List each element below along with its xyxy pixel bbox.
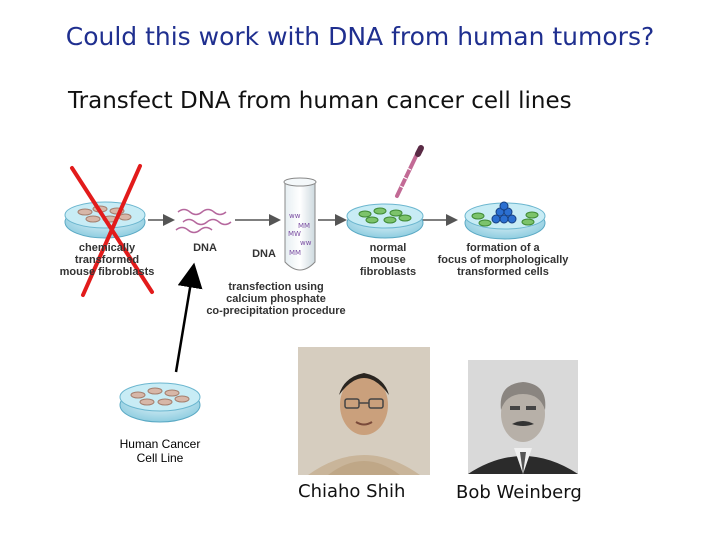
bob-weinberg-caption: Bob Weinberg xyxy=(456,482,582,503)
focus-label-line: transformed cells xyxy=(457,266,549,278)
human-dna-arrow xyxy=(174,262,203,373)
transfection-label: transfection using calcium phosphate co-… xyxy=(196,281,356,317)
svg-text:MM: MM xyxy=(289,249,301,257)
transfection-label-line: transfection using xyxy=(228,281,324,293)
focus-label: formation of a focus of morphologically … xyxy=(428,242,578,278)
human-cancer-dish xyxy=(119,382,201,423)
dna-label-2: DNA xyxy=(252,248,276,260)
svg-text:ww: ww xyxy=(289,212,301,220)
bob-weinberg-photo xyxy=(468,360,578,474)
normal-fibroblast-label: normal mouse fibroblasts xyxy=(350,242,426,278)
svg-text:MW: MW xyxy=(288,230,301,238)
transfection-label-line: calcium phosphate xyxy=(226,293,326,305)
chiaho-shih-caption: Chiaho Shih xyxy=(298,481,406,502)
dish1-label: chemically transformed mouse fibroblasts xyxy=(52,242,162,278)
chiaho-shih-photo xyxy=(298,347,430,475)
human-label-line: Cell Line xyxy=(136,451,184,465)
svg-text:MM: MM xyxy=(298,222,310,230)
normal-fibroblast-dish xyxy=(346,203,424,239)
normal-label-line: normal xyxy=(369,242,407,254)
focus-label-line: formation of a xyxy=(466,242,540,254)
normal-label-line: fibroblasts xyxy=(359,266,417,278)
dish1-label-line: chemically xyxy=(78,242,136,254)
red-x-mark xyxy=(70,164,154,297)
dish1-label-line: mouse fibroblasts xyxy=(59,266,155,278)
focus-label-line: focus of morphologically xyxy=(437,254,569,266)
transfection-label-line: co-precipitation procedure xyxy=(206,305,346,317)
human-cancer-label: Human Cancer Cell Line xyxy=(100,437,220,465)
dna-strands xyxy=(175,208,232,234)
normal-label-line: mouse xyxy=(370,254,406,266)
dish1-label-line: transformed xyxy=(74,254,140,266)
slide-title: Could this work with DNA from human tumo… xyxy=(65,22,655,51)
slide-subtitle: Transfect DNA from human cancer cell lin… xyxy=(68,88,572,114)
transformed-focus-dish xyxy=(464,201,546,240)
human-label-line: Human Cancer xyxy=(119,437,201,451)
pipette-icon xyxy=(395,145,424,198)
dna-label-1: DNA xyxy=(193,242,217,254)
svg-text:ww: ww xyxy=(300,239,312,247)
